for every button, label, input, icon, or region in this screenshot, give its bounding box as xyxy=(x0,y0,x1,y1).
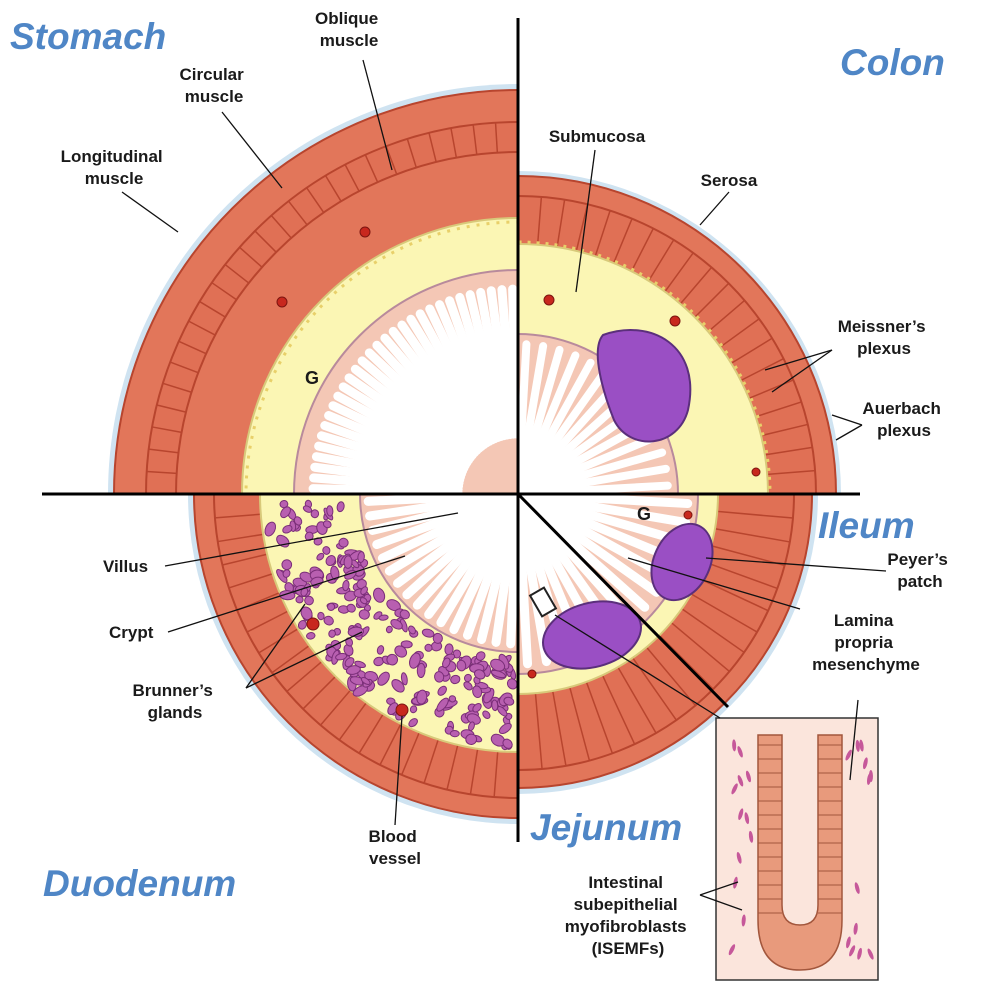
label-crypt: Crypt xyxy=(109,623,154,642)
brunner-gland xyxy=(450,730,459,736)
region-stomach: Stomach xyxy=(10,16,166,57)
label-blood-vessel: Blood vessel xyxy=(369,827,422,868)
label-auerbach-plexus: Auerbach plexus xyxy=(862,399,945,440)
duodenum-villus xyxy=(368,496,478,501)
brunner-gland xyxy=(444,644,453,656)
region-duodenum: Duodenum xyxy=(43,863,236,904)
label-isemfs: Intestinal subepithelial myofibroblasts … xyxy=(565,873,692,958)
label-gland-ileum: G xyxy=(637,504,651,524)
duodenum-blood-vessel xyxy=(396,704,408,716)
leader-circular-muscle xyxy=(222,112,282,188)
colon-blood-vessel xyxy=(752,468,760,476)
label-circular-muscle: Circular muscle xyxy=(180,65,249,106)
colon-blood-vessel xyxy=(670,316,680,326)
label-brunners-glands: Brunner’s glands xyxy=(132,681,217,722)
label-oblique-muscle: Oblique muscle xyxy=(315,9,383,50)
region-ileum: Ileum xyxy=(818,505,915,546)
colon-blood-vessel xyxy=(544,295,554,305)
isemf-inset xyxy=(716,718,878,980)
leader-auerbach-plexus-2 xyxy=(836,425,862,440)
region-colon: Colon xyxy=(840,42,945,83)
label-submucosa: Submucosa xyxy=(549,127,646,146)
colon-crypt xyxy=(521,344,526,439)
brunner-gland xyxy=(326,505,333,516)
brunner-gland xyxy=(433,633,443,643)
label-lamina-propria-mesenchyme: Lamina propria mesenchyme xyxy=(812,611,920,674)
jejunum-blood-vessel xyxy=(528,670,536,678)
ileum-blood-vessel xyxy=(684,511,692,519)
leader-auerbach-plexus-1 xyxy=(832,415,862,425)
brunner-gland xyxy=(465,734,477,745)
stomach-blood-vessel xyxy=(277,297,287,307)
stomach-blood-vessel xyxy=(360,227,370,237)
leader-longitudinal-muscle xyxy=(122,192,178,232)
label-villus: Villus xyxy=(103,557,148,576)
brunner-gland xyxy=(417,663,425,677)
label-serosa: Serosa xyxy=(701,171,758,190)
gastric-gland xyxy=(513,289,517,434)
duodenum-blood-vessel xyxy=(307,618,319,630)
region-jejunum: Jejunum xyxy=(530,807,682,848)
brunner-gland xyxy=(338,538,348,548)
label-longitudinal-muscle: Longitudinal muscle xyxy=(61,147,168,188)
label-peyers-patch: Peyer’s patch xyxy=(887,550,952,591)
label-gland-stomach: G xyxy=(305,368,319,388)
brunner-gland xyxy=(296,596,304,603)
leader-serosa xyxy=(700,192,729,225)
brunner-gland xyxy=(317,612,324,620)
label-meissners-plexus: Meissner’s plexus xyxy=(838,317,931,358)
colon-crypt xyxy=(573,486,668,491)
brunner-gland xyxy=(344,556,352,569)
